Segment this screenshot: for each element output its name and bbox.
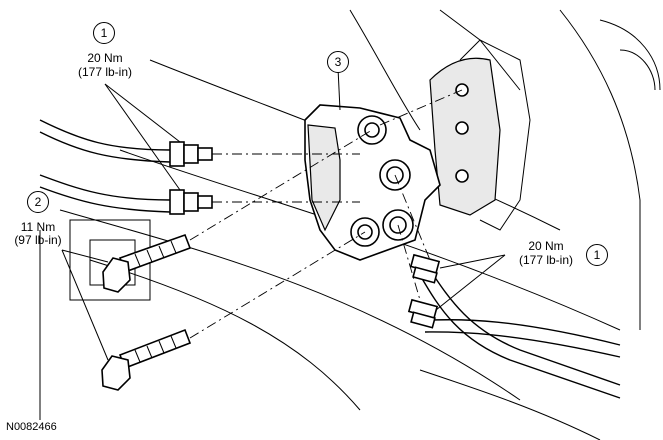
callout-1-top-torque-lbin: (177 lb-in) bbox=[77, 65, 133, 79]
proportioning-valve bbox=[304, 104, 441, 261]
callout-1-right-torque-lbin: (177 lb-in) bbox=[518, 253, 574, 267]
callout-1-right: 1 bbox=[586, 244, 608, 266]
tube-nut-lower bbox=[169, 189, 213, 215]
vehicle-structure bbox=[39, 9, 661, 440]
alignment-lines bbox=[189, 89, 463, 339]
callout-3: 3 bbox=[327, 51, 349, 73]
callout-1-top-torque-nm: 20 Nm bbox=[87, 51, 123, 65]
bolt-lower bbox=[101, 328, 192, 391]
callout-2-torque-lbin: (97 lb-in) bbox=[14, 233, 62, 247]
leader-lines bbox=[61, 67, 506, 361]
brake-lines-right bbox=[407, 253, 621, 399]
callout-1-right-torque-nm: 20 Nm bbox=[528, 239, 564, 253]
callout-2: 2 bbox=[27, 191, 49, 213]
tube-nut-upper bbox=[169, 141, 213, 167]
callout-2-torque-nm: 11 Nm bbox=[20, 220, 56, 234]
figure-id: N0082466 bbox=[6, 421, 57, 433]
brake-lines-left bbox=[39, 119, 171, 213]
bolt-upper bbox=[102, 233, 192, 293]
callout-1-top: 1 bbox=[93, 22, 115, 44]
